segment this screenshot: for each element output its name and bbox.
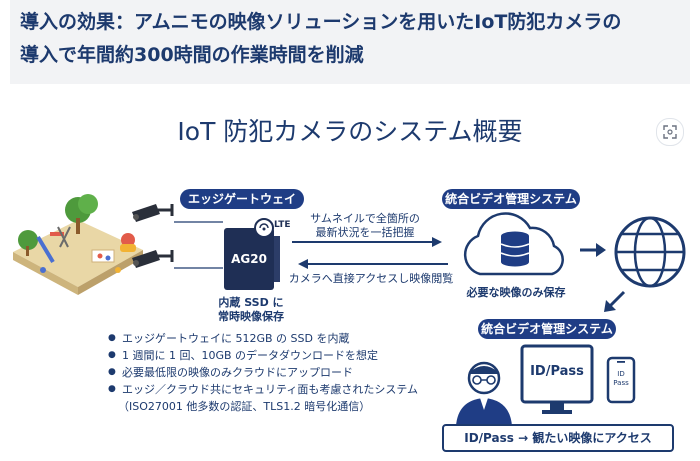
user-person-icon xyxy=(456,361,512,426)
monitor: ID/Pass xyxy=(520,344,594,416)
expand-icon xyxy=(663,125,677,139)
access-caption: ID/Pass → 観たい映像にアクセス xyxy=(464,431,652,445)
client-system-label: 統合ビデオ管理システム xyxy=(478,319,616,339)
cloud-database-icon xyxy=(463,212,564,276)
gateway-device-icon xyxy=(224,218,280,290)
access-caption-box: ID/Pass → 観たい映像にアクセス xyxy=(442,424,674,452)
phone-text: ID Pass xyxy=(606,370,636,388)
smartphone: ID Pass xyxy=(606,356,636,404)
playground-illustration xyxy=(13,194,143,295)
list-item: エッジゲートウェイに 512GB の SSD を内蔵 xyxy=(108,330,418,347)
monitor-text: ID/Pass xyxy=(530,364,584,379)
arrow-down-left-icon xyxy=(604,290,626,312)
uplink-caption-line-1: サムネイルで全箇所の xyxy=(310,212,420,225)
article-heading: 導入の効果：アムニモの映像ソリューションを用いたIoT防犯カメラの 導入で年間約… xyxy=(20,6,680,72)
phone-text-line-2: Pass xyxy=(613,379,629,387)
camera-icon xyxy=(132,204,223,223)
globe-icon xyxy=(614,216,686,288)
cloud-caption: 必要な映像のみ保存 xyxy=(466,286,566,299)
ag20-device: LTE AG20 xyxy=(218,218,291,292)
cloud-system-label: 統合ビデオ管理システム xyxy=(442,189,580,209)
phone-text-line-1: ID xyxy=(617,370,625,378)
article-heading-box: 導入の効果：アムニモの映像ソリューションを用いたIoT防犯カメラの 導入で年間約… xyxy=(10,0,690,84)
uplink-caption-line-2: 最新状況を一括把握 xyxy=(315,226,415,239)
downlink-caption: カメラへ直接アクセスし映像閲覧 xyxy=(288,272,454,285)
camera-icon xyxy=(132,250,223,269)
monitor-icon xyxy=(520,344,594,414)
list-item: 必要最低限の映像のみクラウドにアップロード xyxy=(108,364,418,381)
lte-badge: LTE xyxy=(274,220,291,230)
expand-image-button[interactable] xyxy=(656,118,684,146)
ssd-label-line-1: 内蔵 SSD に xyxy=(218,296,284,309)
diagram-title: IoT 防犯カメラのシステム概要 xyxy=(177,117,523,146)
list-item: 1 週間に 1 回、10GB のデータダウンロードを想定 xyxy=(108,347,418,364)
edge-gateway-label: エッジゲートウェイ xyxy=(180,189,304,209)
security-note: （ISO27001 他多数の認証、TLS1.2 暗号化通信） xyxy=(118,400,371,413)
data-flow-arrows xyxy=(292,237,448,269)
list-item: エッジ／クラウド共にセキュリティ面も考慮されたシステム xyxy=(108,381,418,398)
arrow-right-icon xyxy=(580,243,606,257)
ssd-label: 内蔵 SSD に 常時映像保存 xyxy=(196,296,306,324)
heading-line-2: 導入で年間約300時間の作業時間を削減 xyxy=(20,44,364,66)
heading-line-1: 導入の効果：アムニモの映像ソリューションを用いたIoT防犯カメラの xyxy=(20,11,622,33)
ssd-label-line-2: 常時映像保存 xyxy=(218,310,284,323)
feature-bullet-list: エッジゲートウェイに 512GB の SSD を内蔵 1 週間に 1 回、10G… xyxy=(108,330,418,398)
uplink-caption: サムネイルで全箇所の 最新状況を一括把握 xyxy=(300,212,430,240)
smartphone-icon xyxy=(606,356,636,404)
device-name: AG20 xyxy=(231,252,267,266)
